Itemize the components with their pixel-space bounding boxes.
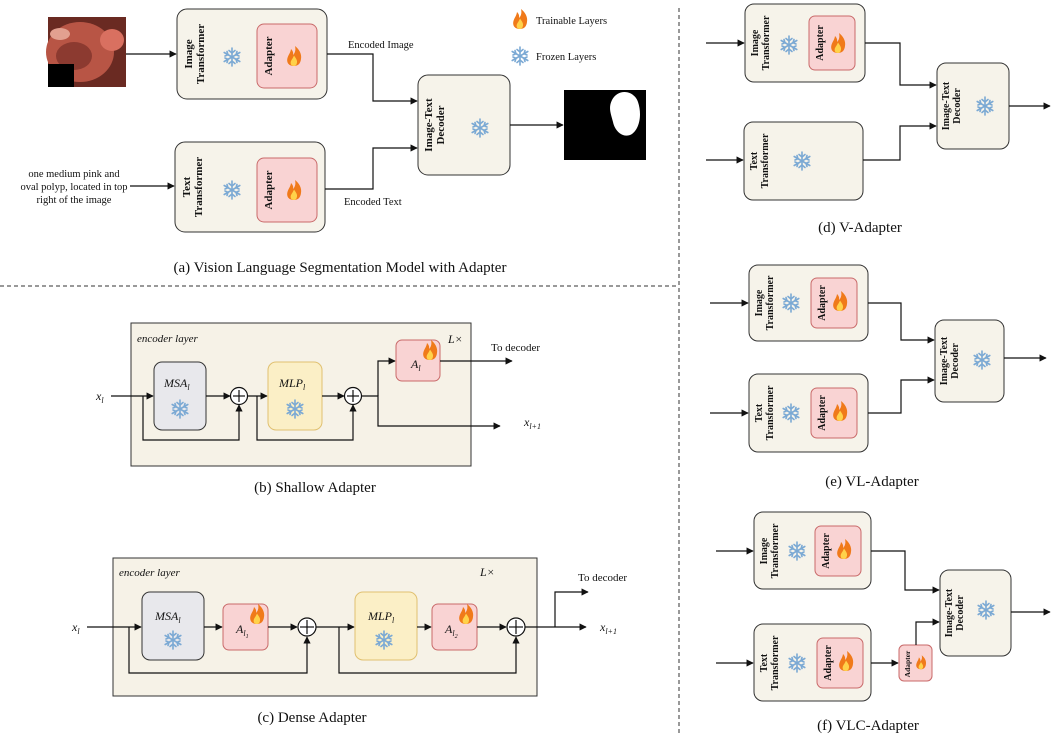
decoder-block bbox=[934, 319, 1005, 403]
mlp-label: MLPl bbox=[367, 609, 395, 625]
svg-text:TextTransformer: TextTransformer bbox=[754, 385, 776, 440]
to-decoder-label: To decoder bbox=[491, 342, 540, 354]
legend-trainable-label: Trainable Layers bbox=[536, 16, 607, 27]
caption-a: (a) Vision Language Segmentation Model w… bbox=[174, 260, 507, 276]
panel-f: ImageTransformer Adapter TextTransformer… bbox=[716, 511, 1051, 734]
svg-text:Image-TextDecoder: Image-TextDecoder bbox=[939, 336, 961, 385]
svg-text:ImageTransformer: ImageTransformer bbox=[183, 24, 207, 84]
svg-text:Image-TextDecoder: Image-TextDecoder bbox=[944, 588, 966, 637]
repeat-label: L× bbox=[447, 332, 463, 346]
segmentation-mask bbox=[564, 90, 646, 160]
encoder-layer-label: encoder layer bbox=[119, 567, 180, 579]
caption-e: (e) VL-Adapter bbox=[825, 474, 918, 490]
adapter-math-label: Al bbox=[410, 357, 421, 373]
svg-text:Image-TextDecoder: Image-TextDecoder bbox=[941, 81, 963, 130]
x-in-label: xl bbox=[71, 620, 80, 636]
caption-d: (d) V-Adapter bbox=[818, 220, 902, 236]
adapter-math-label: Al2 bbox=[444, 622, 458, 640]
svg-text:TextTransformer: TextTransformer bbox=[759, 635, 781, 690]
svg-text:Image-TextDecoder: Image-TextDecoder bbox=[423, 98, 447, 152]
decoder-label-2: Decoder bbox=[435, 105, 447, 144]
caption-c: (c) Dense Adapter bbox=[257, 710, 366, 726]
svg-text:TextTransformer: TextTransformer bbox=[749, 133, 771, 188]
adapter-label: Adapter bbox=[263, 36, 275, 75]
prompt-line-1: one medium pink and bbox=[28, 169, 120, 180]
adapter-block bbox=[808, 15, 856, 71]
encoded-text-label: Encoded Text bbox=[344, 197, 402, 208]
prompt-line-3: right of the image bbox=[37, 195, 112, 206]
caption-b: (b) Shallow Adapter bbox=[254, 480, 376, 496]
adapter-block bbox=[256, 157, 318, 223]
panel-c: encoder layer L× xl MSAl Al1 MLPl Al2 bbox=[71, 557, 627, 726]
svg-text:ImageTransformer: ImageTransformer bbox=[750, 15, 772, 70]
adapter-label: Adapter bbox=[817, 285, 828, 321]
text-transformer-label-1: Text bbox=[181, 176, 193, 197]
encoder-layer-label: encoder layer bbox=[137, 333, 198, 345]
add-node bbox=[297, 617, 317, 637]
adapter-label: Adapter bbox=[823, 645, 834, 681]
prompt-line-2: oval polyp, located in top bbox=[20, 182, 127, 193]
cross-adapter-label: Adapter bbox=[903, 650, 912, 677]
caption-f: (f) VLC-Adapter bbox=[817, 718, 919, 734]
mlp-block bbox=[267, 361, 323, 431]
add-node bbox=[506, 617, 526, 637]
x-out-label: xl+1 bbox=[523, 415, 541, 431]
svg-text:ImageTransformer: ImageTransformer bbox=[754, 275, 776, 330]
panel-b: encoder layer L× xl MSAl MLPl Al bbox=[95, 322, 541, 496]
to-decoder-label: To decoder bbox=[578, 572, 627, 584]
msa-block bbox=[153, 361, 207, 431]
svg-text:TextTransformer: TextTransformer bbox=[181, 157, 205, 217]
panel-a: ImageTransformer Adapter TextTransformer… bbox=[20, 8, 646, 276]
mlp-label: MLPl bbox=[278, 376, 306, 392]
text-transformer-label-2: Transformer bbox=[193, 157, 205, 217]
panel-d: ImageTransformer Adapter TextTransformer… bbox=[706, 3, 1051, 236]
legend-frozen-label: Frozen Layers bbox=[536, 52, 596, 63]
msa-block bbox=[141, 591, 205, 661]
adapter-math-label: Al1 bbox=[235, 622, 249, 640]
decoder-label-1: Image-Text bbox=[423, 98, 435, 152]
mlp-block bbox=[354, 591, 418, 661]
decoder-block bbox=[939, 569, 1012, 657]
endoscopy-image bbox=[46, 17, 126, 87]
flame-icon bbox=[513, 9, 528, 29]
repeat-label: L× bbox=[479, 565, 495, 579]
encoded-image-label: Encoded Image bbox=[348, 40, 414, 51]
adapter-label: Adapter bbox=[263, 170, 275, 209]
svg-text:ImageTransformer: ImageTransformer bbox=[759, 523, 781, 578]
adapter-label: Adapter bbox=[821, 533, 832, 569]
msa-label: MSAl bbox=[163, 376, 190, 392]
msa-label: MSAl bbox=[154, 609, 181, 625]
adapter-label: Adapter bbox=[817, 395, 828, 431]
adapter-label: Adapter bbox=[815, 25, 826, 61]
add-node bbox=[343, 386, 363, 406]
image-transformer-label-1: Image bbox=[183, 39, 195, 68]
image-transformer-label-2: Transformer bbox=[195, 24, 207, 84]
adapter-block bbox=[256, 23, 318, 89]
x-out-label: xl+1 bbox=[599, 620, 617, 636]
panel-e: ImageTransformer Adapter TextTransformer… bbox=[710, 264, 1047, 490]
x-in-label: xl bbox=[95, 389, 104, 405]
snowflake-icon bbox=[511, 46, 529, 66]
add-node bbox=[229, 386, 249, 406]
